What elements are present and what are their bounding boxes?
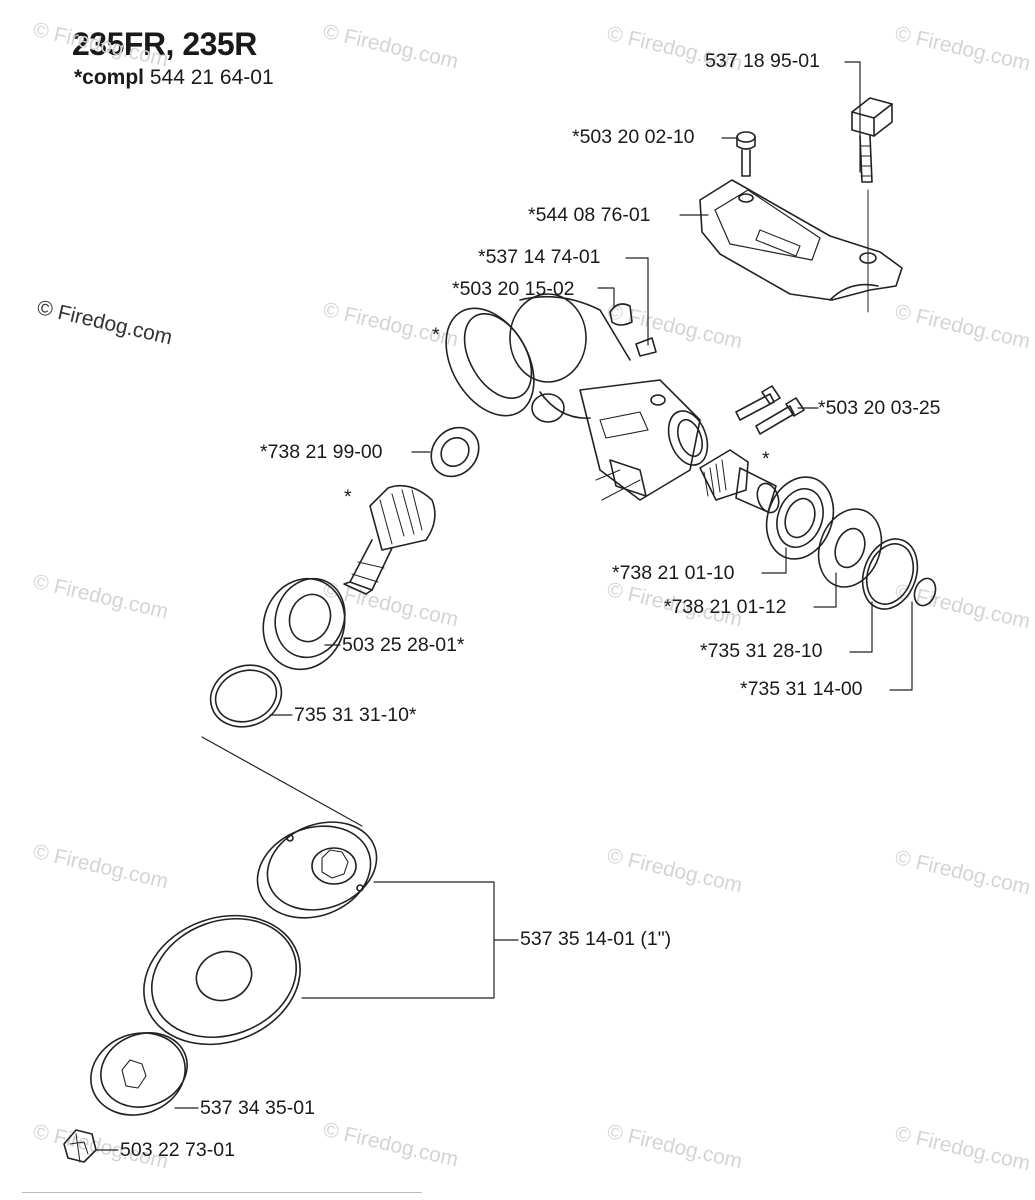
washer [90, 1032, 188, 1116]
support-cup [143, 914, 301, 1046]
part-label: 503 25 28-01* [342, 634, 465, 656]
clamp-bracket [699, 179, 903, 301]
part-label: *735 31 14-00 [740, 678, 863, 700]
asterisk-marker: * [344, 486, 352, 508]
circlip-735-31-31-10 [209, 664, 283, 728]
part-label: 503 22 73-01 [120, 1139, 235, 1161]
nut [63, 1129, 97, 1163]
compl-line: *compl 544 21 64-01 [74, 66, 274, 90]
page-title: 235FR, 235R [72, 26, 257, 62]
bearing-738-21-01-12 [817, 508, 883, 588]
part-label: *544 08 76-01 [528, 204, 651, 226]
part-label: *503 20 02-10 [572, 126, 695, 148]
bearing-738-21-01-10 [765, 476, 835, 560]
leader-lines [96, 61, 913, 1151]
bolt-small [736, 131, 756, 177]
drive-disc [256, 821, 378, 919]
part-label: *537 14 74-01 [478, 246, 601, 268]
circlip-735-31-14-00 [913, 577, 937, 607]
knob-screw [851, 97, 893, 313]
part-label: *735 31 28-10 [700, 640, 823, 662]
part-label: *738 21 99-00 [260, 441, 383, 463]
compl-prefix: *compl [74, 66, 145, 89]
asterisk-marker: * [762, 448, 770, 470]
part-label: 735 31 31-10* [294, 704, 417, 726]
part-label: *503 20 03-25 [818, 397, 941, 419]
gear-housing [445, 293, 709, 501]
bolts-pair [735, 385, 805, 435]
circlip-735-31-28-10 [861, 538, 919, 610]
bearing-738-21-99-00 [430, 426, 480, 478]
bearing-503-25-28-01 [262, 577, 346, 671]
part-label: *503 20 15-02 [452, 278, 575, 300]
part-label: 537 34 35-01 [200, 1097, 315, 1119]
asterisk-marker: * [432, 324, 440, 346]
bottom-rule [22, 1192, 422, 1193]
part-label: *738 21 01-10 [612, 562, 735, 584]
part-label: 537 18 95-01 [705, 50, 820, 72]
compl-number: 544 21 64-01 [149, 66, 274, 89]
pinion-shaft [343, 484, 436, 595]
part-label: 537 35 14-01 (1") [520, 928, 672, 950]
part-label: *738 21 01-12 [664, 596, 787, 618]
